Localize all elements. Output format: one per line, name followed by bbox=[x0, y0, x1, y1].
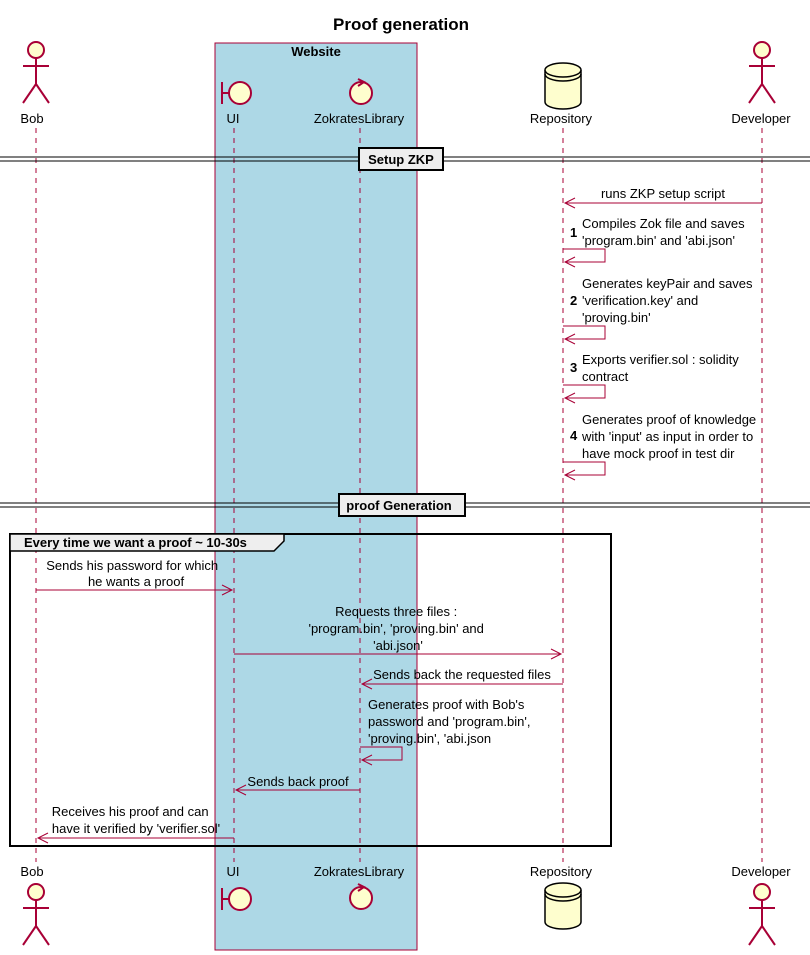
participant-zokrates-label: ZokratesLibrary bbox=[314, 111, 405, 126]
participant-repository-label: Repository bbox=[530, 864, 593, 879]
message-sends-back-files: Sends back the requested files bbox=[360, 667, 563, 690]
boundary-icon bbox=[221, 887, 252, 911]
message-label: Requests three files : 'program.bin', 'p… bbox=[308, 604, 487, 653]
separator-setup: Setup ZKP bbox=[0, 147, 810, 171]
message-label: Sends his password for which he wants a … bbox=[46, 558, 222, 589]
participants-top: Bob UI ZokratesLibrary Repository bbox=[20, 41, 791, 126]
message-self-2: 2 Generates keyPair and saves 'verificat… bbox=[563, 276, 756, 345]
message-runs-setup: runs ZKP setup script bbox=[563, 186, 762, 209]
message-receives-proof: Receives his proof and can have it verif… bbox=[36, 804, 234, 844]
actor-icon bbox=[22, 41, 50, 104]
loop-group: Every time we want a proof ~ 10-30s bbox=[9, 533, 612, 847]
message-generates-proof: Generates proof with Bob's password and … bbox=[360, 697, 534, 766]
message-self-3: 3 Exports verifier.sol : solidity contra… bbox=[563, 352, 742, 404]
message-self-1: 1 Compiles Zok file and saves 'program.b… bbox=[563, 216, 748, 268]
separator-proof: proof Generation bbox=[0, 493, 810, 517]
participants-bottom: Bob UI ZokratesLibrary Repository Develo… bbox=[20, 864, 791, 946]
separator-proof-label: proof Generation bbox=[346, 498, 452, 513]
message-sends-back-proof: Sends back proof bbox=[234, 774, 360, 796]
separator-setup-label: Setup ZKP bbox=[368, 152, 434, 167]
actor-icon bbox=[748, 41, 776, 104]
message-number: 4 bbox=[570, 428, 578, 443]
diagram-title: Proof generation bbox=[333, 15, 469, 34]
database-icon bbox=[544, 882, 582, 930]
message-label: Generates proof with Bob's password and … bbox=[368, 697, 534, 746]
message-number: 2 bbox=[570, 293, 577, 308]
participant-ui-label: UI bbox=[227, 864, 240, 879]
participant-zokrates-label: ZokratesLibrary bbox=[314, 864, 405, 879]
message-sends-password: Sends his password for which he wants a … bbox=[36, 558, 234, 596]
participant-developer-label: Developer bbox=[731, 111, 791, 126]
database-icon bbox=[544, 62, 582, 110]
message-number: 1 bbox=[570, 225, 577, 240]
participant-developer-label: Developer bbox=[731, 864, 791, 879]
control-icon bbox=[349, 883, 373, 910]
message-label: runs ZKP setup script bbox=[601, 186, 725, 201]
website-box-label: Website bbox=[291, 44, 341, 59]
participant-repository-label: Repository bbox=[530, 111, 593, 126]
message-requests-files: Requests three files : 'program.bin', 'p… bbox=[234, 604, 563, 660]
control-icon bbox=[349, 78, 373, 105]
loop-group-label: Every time we want a proof ~ 10-30s bbox=[24, 535, 247, 550]
participant-bob-label: Bob bbox=[20, 864, 43, 879]
participant-bob-label: Bob bbox=[20, 111, 43, 126]
lifelines bbox=[35, 128, 763, 862]
message-label: Exports verifier.sol : solidity contract bbox=[582, 352, 742, 384]
message-label: Receives his proof and can have it verif… bbox=[52, 804, 220, 836]
message-number: 3 bbox=[570, 360, 577, 375]
message-label: Generates proof of knowledge with 'input… bbox=[581, 412, 760, 461]
participant-ui-label: UI bbox=[227, 111, 240, 126]
actor-icon bbox=[22, 883, 50, 946]
message-label: Generates keyPair and saves 'verificatio… bbox=[582, 276, 756, 325]
message-label: Sends back proof bbox=[247, 774, 349, 789]
message-label: Sends back the requested files bbox=[373, 667, 551, 682]
boundary-icon bbox=[221, 81, 252, 105]
message-self-4: 4 Generates proof of knowledge with 'inp… bbox=[563, 412, 760, 481]
actor-icon bbox=[748, 883, 776, 946]
message-label: Compiles Zok file and saves 'program.bin… bbox=[582, 216, 748, 248]
